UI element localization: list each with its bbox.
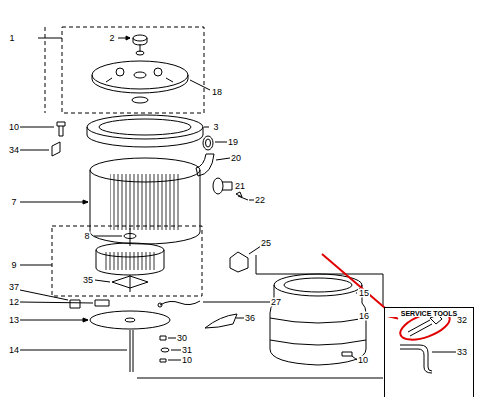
- callout-number: 10: [8, 123, 20, 132]
- box-heading: SERVICE TOOLS: [385, 308, 473, 317]
- callout-number: 36: [244, 314, 256, 323]
- callout-number: 7: [10, 198, 17, 207]
- callout-number: 1: [8, 34, 15, 43]
- callout-number: 37: [8, 283, 20, 292]
- callout-number: 10: [357, 356, 369, 365]
- callout-number: 9: [10, 261, 17, 270]
- tools-box: SERVICE TOOLS: [384, 307, 474, 397]
- callout-number: 12: [8, 298, 20, 307]
- callout-number: 34: [8, 146, 20, 155]
- callout-number: 33: [456, 348, 468, 357]
- callout-number: 30: [176, 334, 188, 343]
- callout-number: 21: [234, 182, 246, 191]
- callout-number: 10: [181, 356, 193, 365]
- callout-number: 31: [181, 346, 193, 355]
- callout-number: 25: [260, 239, 272, 248]
- callout-number: 19: [227, 138, 239, 147]
- callout-number: 15: [358, 289, 370, 298]
- callout-number: 14: [8, 346, 20, 355]
- callout-number: 27: [270, 298, 282, 307]
- callout-number: 18: [211, 88, 223, 97]
- callout-number: 3: [212, 123, 219, 132]
- callout-number: 20: [230, 154, 242, 163]
- callout-number: 22: [254, 196, 266, 205]
- callout-number: 13: [8, 316, 20, 325]
- callout-number: 2: [108, 34, 115, 43]
- callout-number: 35: [82, 276, 94, 285]
- callout-number: 16: [358, 312, 370, 321]
- callout-number: 8: [83, 232, 90, 241]
